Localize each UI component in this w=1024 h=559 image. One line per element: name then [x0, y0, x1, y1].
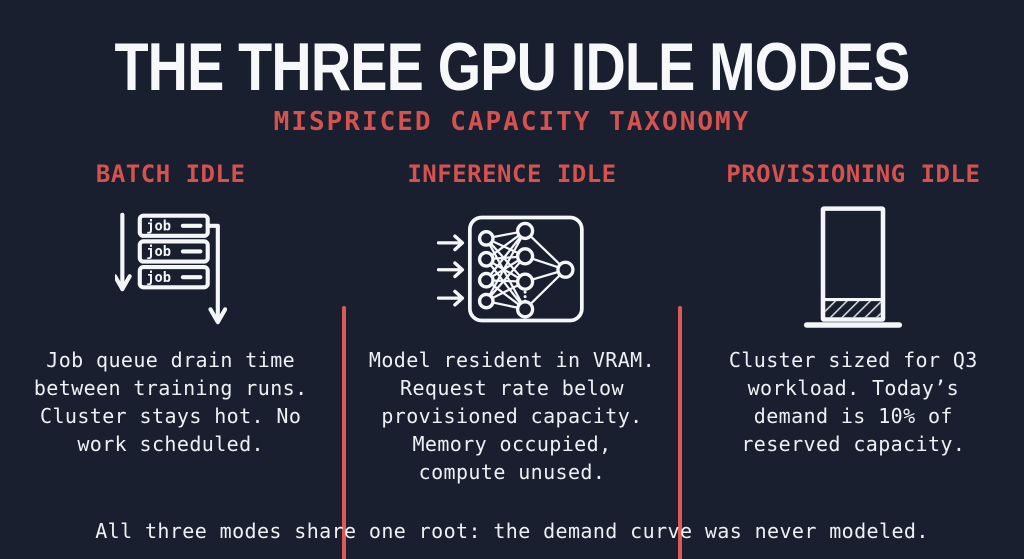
- page-title: THE THREE GPU IDLE MODES: [114, 29, 910, 105]
- column-divider-1: [342, 306, 346, 559]
- column-inference-idle: INFERENCE IDLE: [341, 152, 682, 504]
- footer: All three modes share one root: the dema…: [0, 519, 1024, 543]
- chip-outline: [468, 215, 585, 323]
- icon-area-batch: job job job: [114, 194, 227, 344]
- column-description-provisioning: Cluster sized for Q3 workload. Today’s d…: [728, 348, 978, 456]
- job-label: job: [146, 244, 171, 260]
- column-description-batch: Job queue drain time between training ru…: [33, 348, 308, 456]
- used-capacity-fill: [825, 299, 882, 318]
- column-provisioning-idle: PROVISIONING IDLE: [683, 152, 1024, 504]
- column-heading-provisioning: PROVISIONING IDLE: [726, 160, 981, 188]
- job-label: job: [146, 218, 171, 234]
- job-box: [137, 239, 210, 264]
- neural-network-icon: [437, 215, 585, 323]
- column-heading-batch: BATCH IDLE: [95, 160, 246, 188]
- job-queue-icon: job job job: [114, 212, 227, 325]
- column-divider-2: [678, 306, 682, 559]
- job-box: [137, 265, 210, 290]
- ellipsis-dots: [523, 290, 527, 303]
- capacity-bar-icon: [804, 206, 903, 329]
- columns-row: BATCH IDLE: [0, 152, 1024, 559]
- reserved-capacity-outline: [821, 206, 886, 323]
- down-arrow-right: [205, 223, 220, 323]
- request-arrows: [437, 234, 465, 307]
- network-nodes: [478, 221, 575, 319]
- column-batch-idle: BATCH IDLE: [0, 152, 341, 504]
- job-label: job: [146, 270, 171, 286]
- icon-area-provisioning: [803, 194, 903, 344]
- column-description-inference: Model resident in VRAM. Request rate bel…: [368, 348, 656, 484]
- page-subtitle: MISPRICED CAPACITY TAXONOMY: [273, 107, 751, 137]
- icon-area-inference: [437, 194, 586, 344]
- column-heading-inference: INFERENCE IDLE: [407, 160, 617, 188]
- header: THE THREE GPU IDLE MODES MISPRICED CAPAC…: [0, 0, 1024, 137]
- footer-text: All three modes share one root: the dema…: [95, 519, 929, 543]
